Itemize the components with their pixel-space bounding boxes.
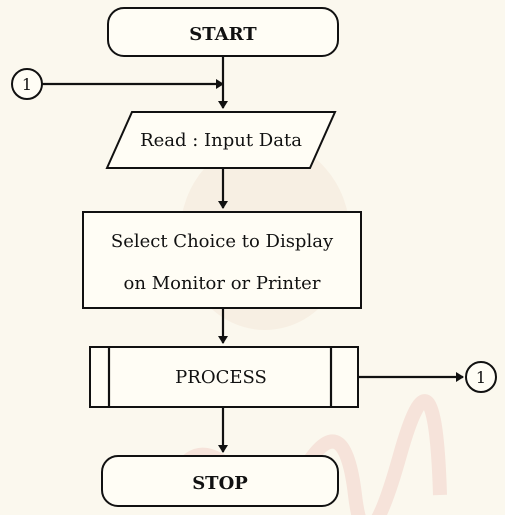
connector-out: 1 [465,361,497,393]
start-label: START [189,24,257,45]
process-label: PROCESS [175,367,267,388]
select-choice-line1: Select Choice to Display [111,231,334,252]
select-choice-node: Select Choice to Display on Monitor or P… [82,211,362,309]
select-choice-line2: on Monitor or Printer [124,273,321,294]
process-node: PROCESS [89,346,359,408]
read-input-node: Read : Input Data [105,111,337,169]
connector-out-label: 1 [476,368,486,387]
read-input-label: Read : Input Data [140,130,302,151]
stop-label: STOP [192,473,248,494]
start-node: START [107,7,339,57]
connector-in-label: 1 [22,75,32,94]
stop-node: STOP [101,455,339,507]
connector-in: 1 [11,68,43,100]
